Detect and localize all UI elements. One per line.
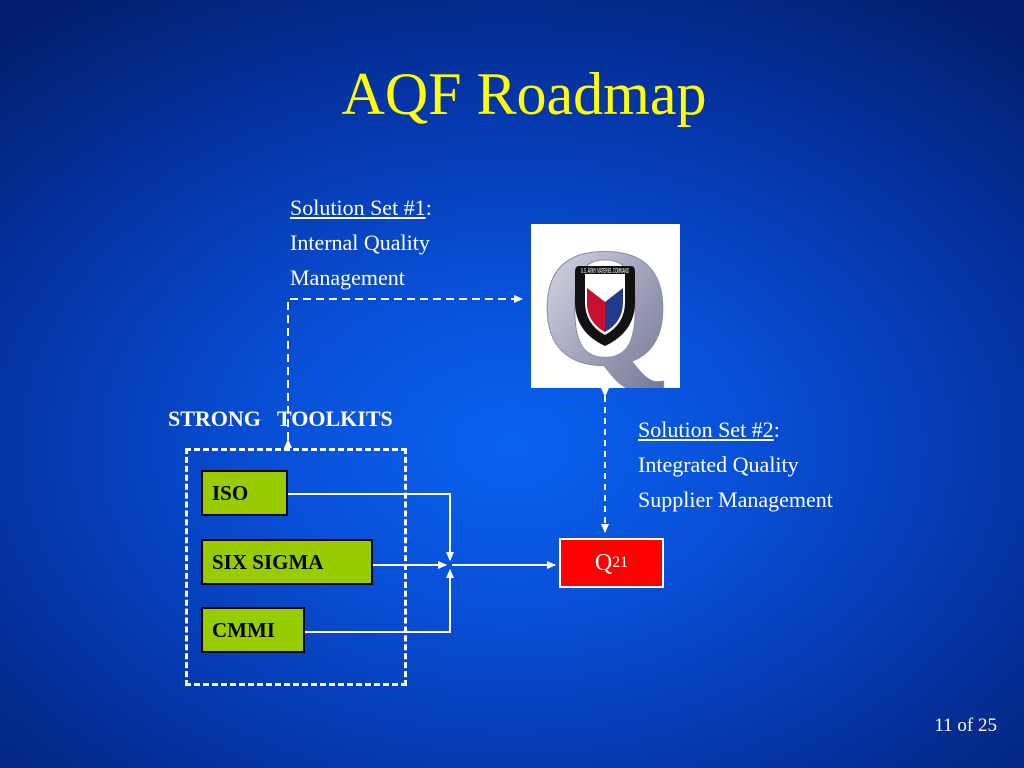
toolkits-frame — [185, 448, 407, 686]
solution-set-2-line1: Integrated Quality — [638, 452, 799, 477]
solution-set-1-line2: Management — [290, 265, 405, 290]
toolkit-cmmi-box: CMMI — [201, 607, 305, 653]
slide-title: AQF Roadmap — [341, 61, 707, 127]
amc-quality-logo: Q U.S. ARMY MATERIEL COMMAND — [531, 213, 680, 402]
solution-set-1: Solution Set #1: Internal Quality Manage… — [290, 190, 432, 295]
cmmi-connector — [305, 569, 454, 633]
quality-q-seal-icon: Q U.S. ARMY MATERIEL COMMAND — [538, 213, 671, 402]
q21-base: Q — [594, 549, 613, 576]
solution-set-1-line1: Internal Quality — [290, 230, 430, 255]
solution-set-2: Solution Set #2: Integrated Quality Supp… — [638, 412, 833, 517]
solution-set-2-line2: Supplier Management — [638, 487, 833, 512]
iso-connector — [288, 493, 454, 561]
solution-set-1-heading: Solution Set #1 — [290, 195, 426, 220]
logo-seal-text: U.S. ARMY MATERIEL COMMAND — [581, 268, 629, 275]
page-number: 11 of 25 — [934, 715, 997, 736]
q21-subscript: 21 — [612, 554, 629, 571]
toolkit-six-sigma-box: SIX SIGMA — [201, 539, 373, 585]
solution-set-1-connector — [284, 295, 523, 448]
solution-set-2-heading: Solution Set #2 — [638, 417, 774, 442]
toolkit-iso-box: ISO — [201, 470, 288, 516]
